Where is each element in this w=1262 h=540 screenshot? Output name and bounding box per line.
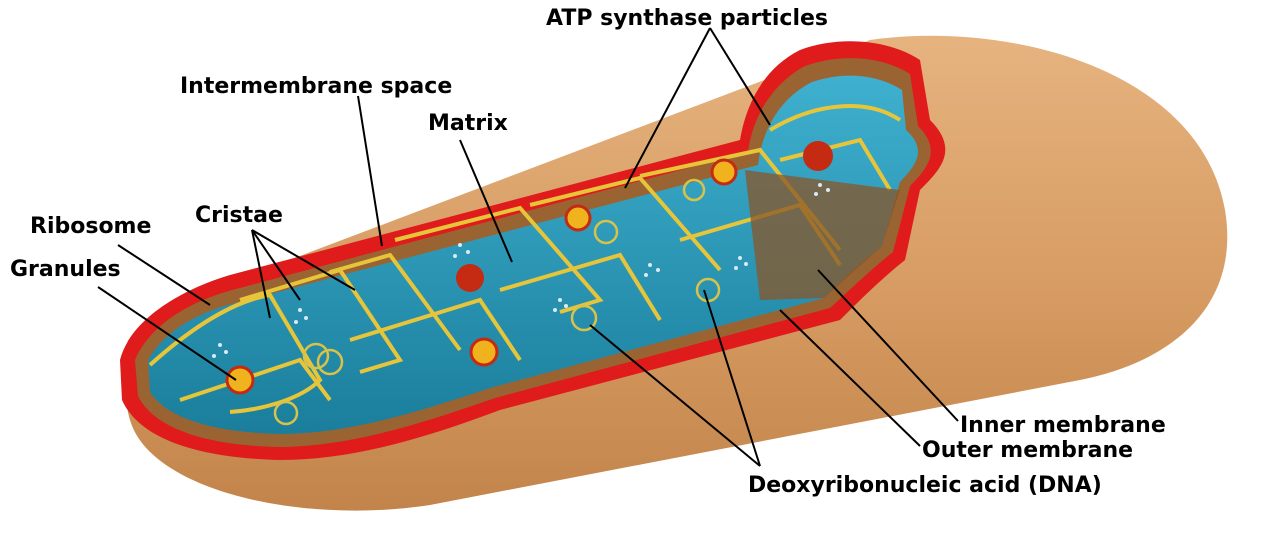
label-granules: Granules <box>10 257 121 282</box>
label-outer-membrane: Outer membrane <box>922 438 1133 463</box>
label-cristae: Cristae <box>195 203 283 228</box>
label-ribosome: Ribosome <box>30 214 151 239</box>
label-inner-membrane: Inner membrane <box>960 413 1166 438</box>
label-dna: Deoxyribonucleic acid (DNA) <box>748 473 1102 498</box>
label-matrix: Matrix <box>428 111 508 136</box>
label-atp-synthase: ATP synthase particles <box>546 6 828 31</box>
label-intermembrane-space: Intermembrane space <box>180 74 452 99</box>
